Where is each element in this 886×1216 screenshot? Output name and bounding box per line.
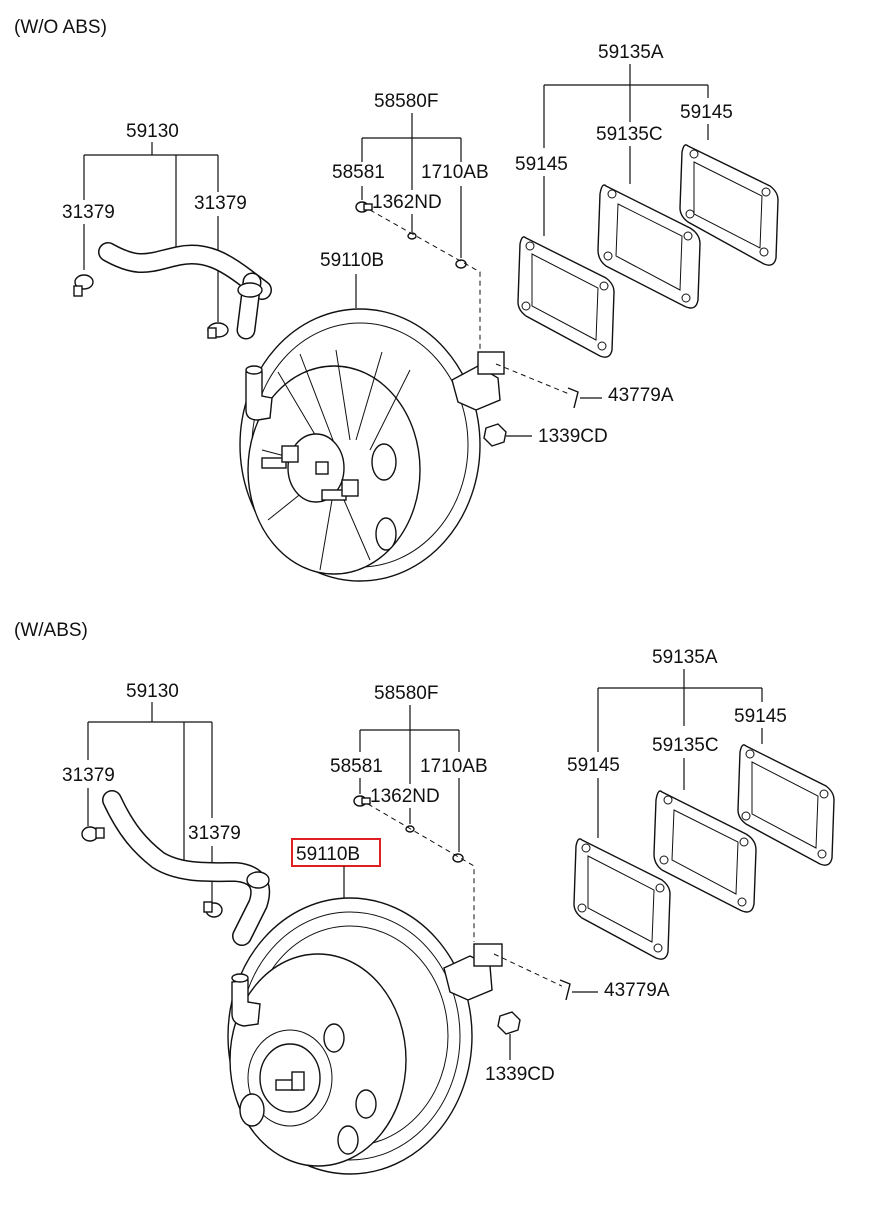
leader-hose-group	[83, 142, 219, 250]
leader-check-valve	[359, 705, 460, 784]
label-clip-pin[interactable]: 1710AB	[421, 162, 489, 183]
label-clamp-right[interactable]: 31379	[194, 193, 247, 214]
bolt-part	[355, 201, 373, 213]
leader-check-valve	[361, 113, 462, 190]
section-heading: (W/O ABS)	[14, 17, 107, 38]
label-gasket-set[interactable]: 59135A	[652, 647, 718, 668]
assembly-line-valve	[367, 803, 475, 942]
hose-clamp-right	[203, 901, 223, 918]
label-gasket-left[interactable]: 59145	[567, 755, 620, 776]
label-bolt[interactable]: 58581	[332, 162, 385, 183]
label-clip-pin[interactable]: 1710AB	[420, 756, 488, 777]
brake-booster-part	[227, 897, 503, 1175]
label-clamp-left[interactable]: 31379	[62, 765, 115, 786]
leader-check-valve-2	[359, 778, 460, 852]
label-check-valve-kit[interactable]: 58580F	[374, 683, 438, 704]
nut-part	[483, 423, 507, 447]
assembly-line-valve	[369, 209, 481, 350]
section-heading: (W/ABS)	[14, 620, 88, 641]
label-hose-assy[interactable]: 59130	[126, 121, 179, 142]
gasket-left-part	[573, 838, 671, 960]
clip-pin-part	[455, 259, 467, 269]
label-nut[interactable]: 1339CD	[538, 426, 608, 447]
label-spacer[interactable]: 59135C	[596, 124, 663, 145]
label-hose-assy[interactable]: 59130	[126, 681, 179, 702]
leader-gasket-set	[597, 669, 763, 752]
gasket-left-part	[517, 236, 615, 358]
assembly-line-pin	[493, 953, 567, 989]
snap-pin-part	[559, 979, 571, 1001]
hose-elbow	[246, 871, 270, 889]
hose-elbow	[237, 282, 263, 298]
section-with-abs: (W/ABS) 59130 31379 31379 58580F 58581 1…	[14, 620, 835, 1175]
label-nut[interactable]: 1339CD	[485, 1064, 555, 1085]
highlight-box	[291, 838, 381, 867]
leader-gasket-set	[543, 64, 709, 148]
label-check-valve-kit[interactable]: 58580F	[374, 91, 438, 112]
label-snap-pin[interactable]: 43779A	[608, 385, 674, 406]
nut-part	[497, 1011, 521, 1035]
clip-pin-part	[452, 853, 464, 863]
assembly-line-pin	[495, 363, 575, 397]
label-gasket-top[interactable]: 59145	[680, 102, 733, 123]
leader-hose-group	[87, 702, 213, 862]
leader-gaskets	[543, 124, 709, 236]
label-gasket-top[interactable]: 59145	[734, 706, 787, 727]
leader-gaskets	[597, 728, 763, 838]
label-clamp-right[interactable]: 31379	[188, 823, 241, 844]
clip-small-part	[407, 232, 417, 240]
label-clamp-left[interactable]: 31379	[62, 202, 115, 223]
label-booster[interactable]: 59110B	[296, 844, 360, 865]
leader-check-valve-2	[361, 186, 462, 258]
section-without-abs: (W/O ABS) 59130 31379 31379 58580F 58581…	[14, 17, 779, 582]
hose-clamp-left	[81, 826, 105, 842]
spacer-part	[653, 790, 757, 913]
label-spacer[interactable]: 59135C	[652, 735, 719, 756]
bolt-part	[353, 795, 371, 807]
label-snap-pin[interactable]: 43779A	[604, 980, 670, 1001]
gasket-top-part	[737, 744, 835, 866]
label-clip-small[interactable]: 1362ND	[370, 786, 440, 807]
brake-booster-part	[239, 308, 505, 582]
label-gasket-left[interactable]: 59145	[515, 154, 568, 175]
label-clip-small[interactable]: 1362ND	[372, 192, 442, 213]
hose-clamp-left	[73, 274, 94, 297]
label-booster[interactable]: 59110B	[320, 250, 384, 271]
spacer-part	[597, 184, 701, 309]
snap-pin-part	[567, 387, 579, 409]
label-gasket-set[interactable]: 59135A	[598, 42, 664, 63]
gasket-top-part	[679, 144, 779, 266]
label-bolt[interactable]: 58581	[330, 756, 383, 777]
hose-clamp-right	[207, 322, 229, 339]
